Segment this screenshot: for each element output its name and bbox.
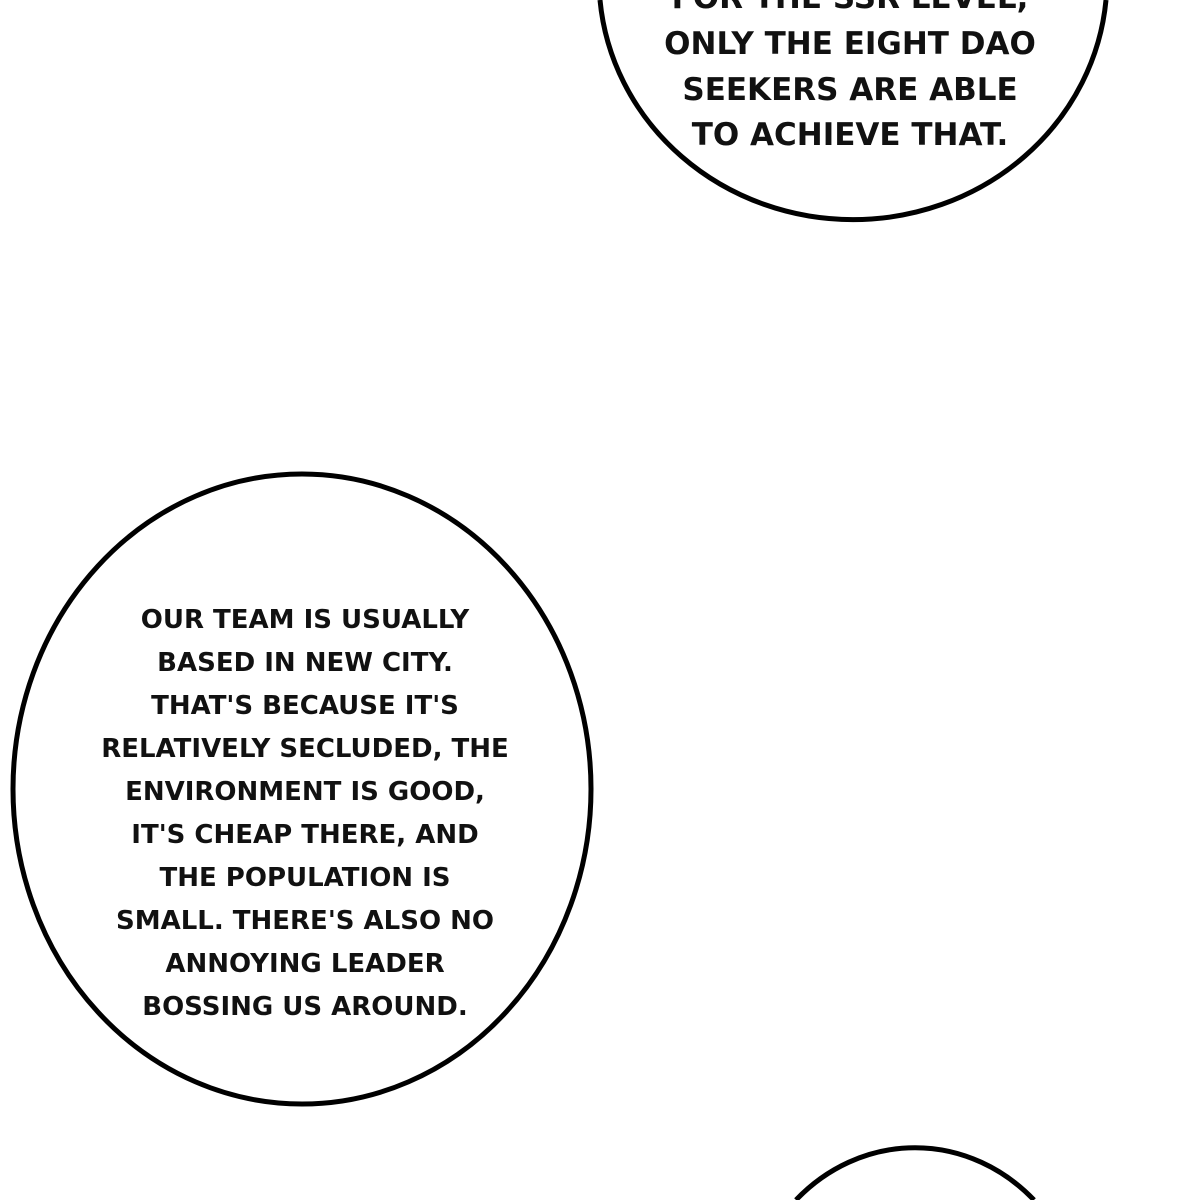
bubble-line: BOSSING US AROUND. (142, 992, 468, 1022)
speech-bubble-left (10, 471, 594, 1107)
bubble-line: TO ACHIEVE THAT. (692, 117, 1009, 153)
bubble-line: FOR THE SSR LEVEL, (672, 0, 1029, 16)
speech-bubble-left-text: OUR TEAM IS USUALLY BASED IN NEW CITY. T… (101, 605, 509, 1022)
speech-bubble-top (597, 0, 1109, 223)
speech-bubble-top-text: FOR THE SSR LEVEL, ONLY THE EIGHT DAO SE… (664, 0, 1036, 153)
bubble-line: THAT'S BECAUSE IT'S (151, 691, 459, 721)
bubble-line: THE POPULATION IS (159, 863, 450, 893)
speech-bubble-bottom-right (794, 1145, 1036, 1200)
bubble-line: SMALL. THERE'S ALSO NO (116, 906, 494, 936)
bubble-line: SEEKERS ARE ABLE (682, 72, 1017, 108)
bubble-line: OUR TEAM IS USUALLY (141, 605, 471, 635)
bubble-line: IT'S CHEAP THERE, AND (131, 820, 478, 850)
bubble-line: ENVIRONMENT IS GOOD, (125, 777, 485, 807)
bubble-line: ONLY THE EIGHT DAO (664, 26, 1036, 62)
bubble-line: ANNOYING LEADER (165, 949, 444, 979)
bubble-line: RELATIVELY SECLUDED, THE (101, 734, 509, 764)
bubble-line: BASED IN NEW CITY. (157, 648, 453, 678)
